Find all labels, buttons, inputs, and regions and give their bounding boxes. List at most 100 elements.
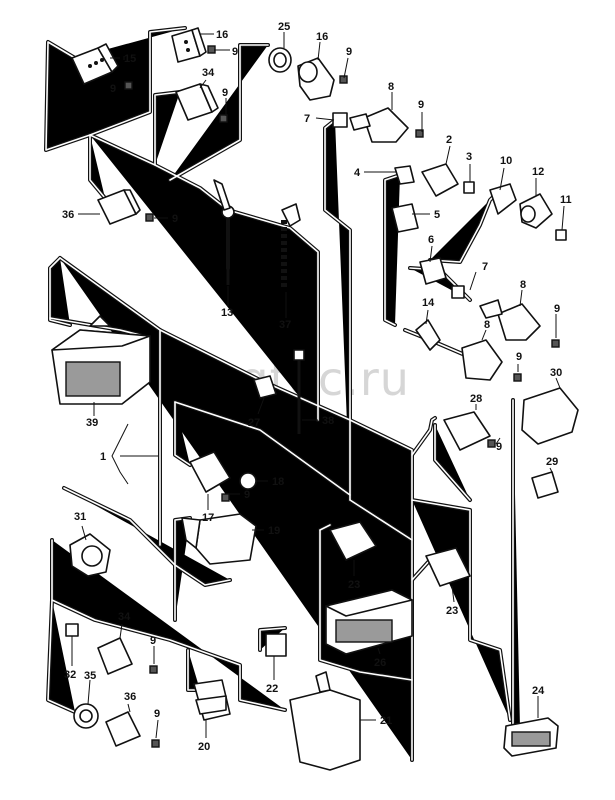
callout-26: 26 [374,657,386,669]
callout-9: 9 [516,351,522,363]
housing-19 [181,513,257,565]
connector-16-top [171,27,207,63]
clip-29 [531,471,559,499]
callout-19: 19 [268,525,280,537]
plug-18 [239,472,257,490]
callout-35: 35 [84,670,96,682]
callout-27: 27 [248,417,260,429]
clip-5 [391,203,419,233]
connector-30 [521,387,579,445]
sensor-31 [69,533,111,577]
connector-17 [189,451,231,493]
control-unit-39 [51,315,151,405]
connector-2 [421,163,459,197]
connector-8-lower [461,339,503,381]
callout-7: 7 [482,261,488,273]
callout-2: 2 [446,134,452,146]
connector-8-middle [479,299,541,341]
connector-8-top [349,107,409,143]
box-21 [289,671,361,771]
leader-lines [71,32,565,739]
callout-16: 16 [216,29,228,41]
callout-32: 32 [64,669,76,681]
callout-36: 36 [124,691,136,703]
connector-6 [419,257,447,285]
callout-28: 28 [470,393,482,405]
callout-9: 9 [496,441,502,453]
callout-9: 9 [172,213,178,225]
clip-27 [253,375,277,399]
callout-15: 15 [124,53,136,65]
callout-36: 36 [62,209,74,221]
module-24 [503,717,559,757]
screws-9 [124,45,560,748]
callout-21: 21 [380,715,392,727]
callout-29: 29 [546,456,558,468]
callout-9: 9 [346,46,352,58]
connector-23-left [329,521,377,561]
connector-36-top [97,189,141,225]
callout-39: 39 [86,417,98,429]
callout-5: 5 [434,209,440,221]
callout-9: 9 [150,635,156,647]
callout-3: 3 [466,151,472,163]
callout-23: 23 [348,579,360,591]
connector-22 [265,633,287,657]
cable-tie-38 [293,349,305,434]
callout-11: 11 [560,194,572,206]
callout-38: 38 [322,415,334,427]
connector-16-right [297,57,335,101]
callout-30: 30 [550,367,562,379]
plug-11 [555,229,567,241]
callout-16: 16 [316,31,328,43]
clip-7-lower [451,285,465,299]
callout-9: 9 [154,708,160,720]
cable-tie-13 [213,179,235,285]
callout-4: 4 [354,167,361,179]
callout-9: 9 [244,489,250,501]
callout-8: 8 [484,319,490,331]
callout-9: 9 [232,46,238,58]
callout-9: 9 [222,87,228,99]
callout-labels: 15 9 16 9 34 9 25 16 9 8 7 9 4 2 3 10 12… [62,21,572,753]
callout-8: 8 [520,279,526,291]
callout-24: 24 [532,685,545,697]
callout-17: 17 [202,512,214,524]
callout-8: 8 [388,81,394,93]
callout-25: 25 [278,21,290,33]
cable-tie-37 [281,203,301,290]
callout-14: 14 [422,297,435,309]
callout-13: 13 [221,307,233,319]
clip-32 [65,623,79,637]
bracket-20 [193,679,231,721]
callout-22: 22 [266,683,278,695]
callout-12: 12 [532,166,544,178]
callout-34: 34 [118,611,131,623]
callout-9: 9 [110,83,116,95]
callout-23: 23 [446,605,458,617]
callout-7: 7 [304,113,310,125]
grommet-35 [73,703,99,729]
grommet-25 [268,47,292,73]
battery-26 [325,589,413,655]
elbow-14 [415,319,441,351]
callout-9: 9 [418,99,424,111]
connector-15 [71,43,119,85]
callout-20: 20 [198,741,210,753]
callout-37: 37 [279,319,291,331]
connector-12 [519,193,553,229]
plug-3 [463,181,475,194]
callout-6: 6 [428,234,434,246]
grommet-4 [394,165,415,185]
clip-7-top [332,112,348,128]
callout-9: 9 [554,303,560,315]
callout-1: 1 [100,451,106,463]
connector-28 [443,411,491,451]
elbow-10 [489,183,517,215]
callout-10: 10 [500,155,512,167]
connector-23-right [425,547,471,587]
connector-36-lower [105,711,141,747]
callout-31: 31 [74,511,86,523]
connector-34-lower [97,637,133,675]
